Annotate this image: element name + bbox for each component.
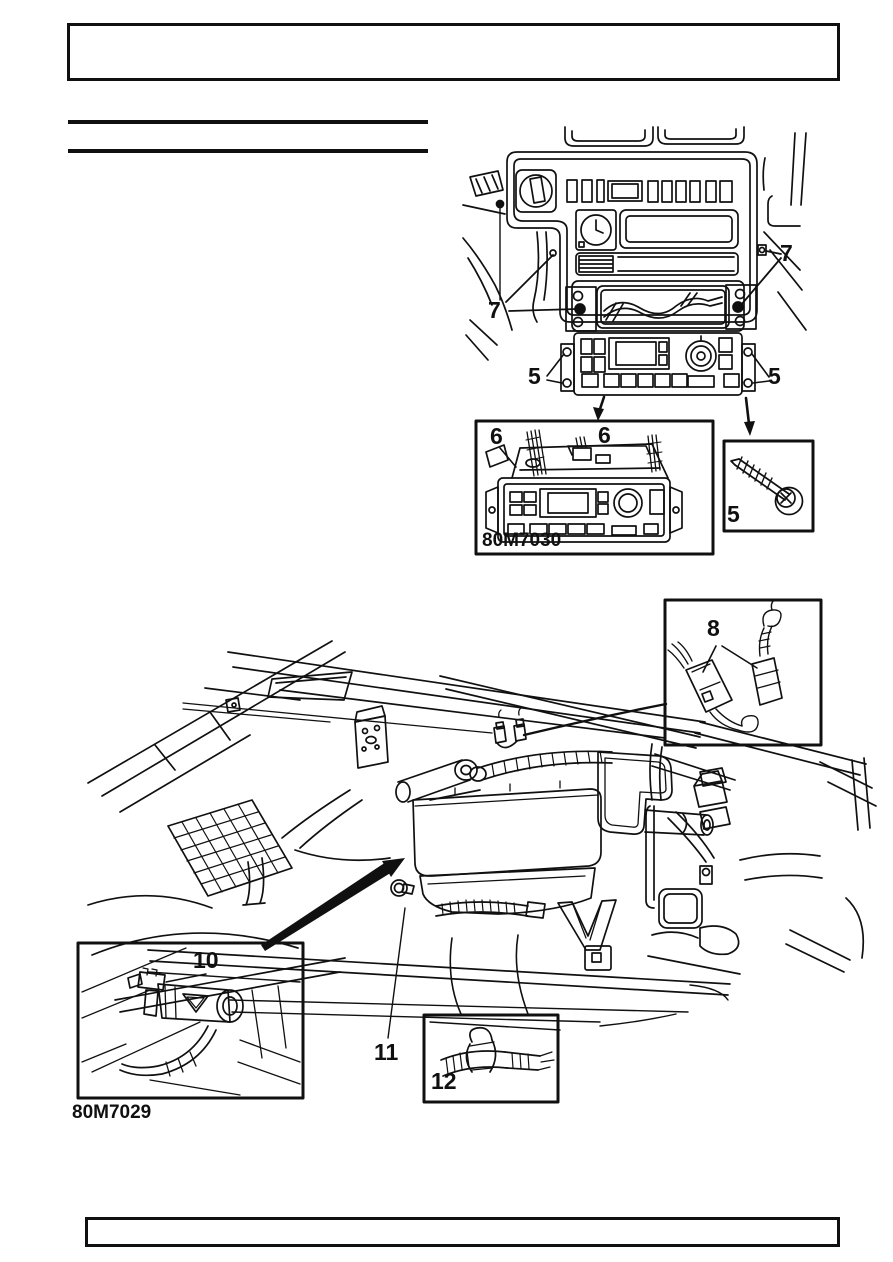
callout-10: 10: [193, 947, 219, 973]
figure-caption-80M7029: 80M7029: [72, 1102, 152, 1123]
callout-12: 12: [431, 1068, 457, 1094]
callout-5-screw-detail: 5: [727, 501, 740, 527]
figure-caption-80M7030: 80M7030: [482, 530, 562, 551]
callout-11: 11: [374, 1039, 399, 1065]
page-header-box: [67, 23, 840, 81]
detail-box-connectors: [665, 600, 821, 745]
detail-box-control-unit: [476, 421, 713, 554]
detail-box-screw: [724, 441, 813, 531]
detail-box-cable-clip: [424, 1015, 558, 1102]
callout-7-right: 7: [780, 240, 793, 266]
dashboard-illustration: [463, 127, 806, 436]
callout-6-right: 6: [598, 422, 611, 448]
callout-8: 8: [707, 615, 720, 641]
heater-illustration: [88, 641, 876, 1038]
callout-7-left: 7: [488, 297, 501, 323]
callout-5-right: 5: [768, 363, 781, 389]
detail-box-valve: [78, 943, 303, 1098]
heading-rule-bottom: [68, 149, 428, 153]
callout-6-left: 6: [490, 423, 503, 449]
page-footer-box: [85, 1217, 840, 1247]
callout-5-left: 5: [528, 363, 541, 389]
heading-rule-top: [68, 120, 428, 124]
